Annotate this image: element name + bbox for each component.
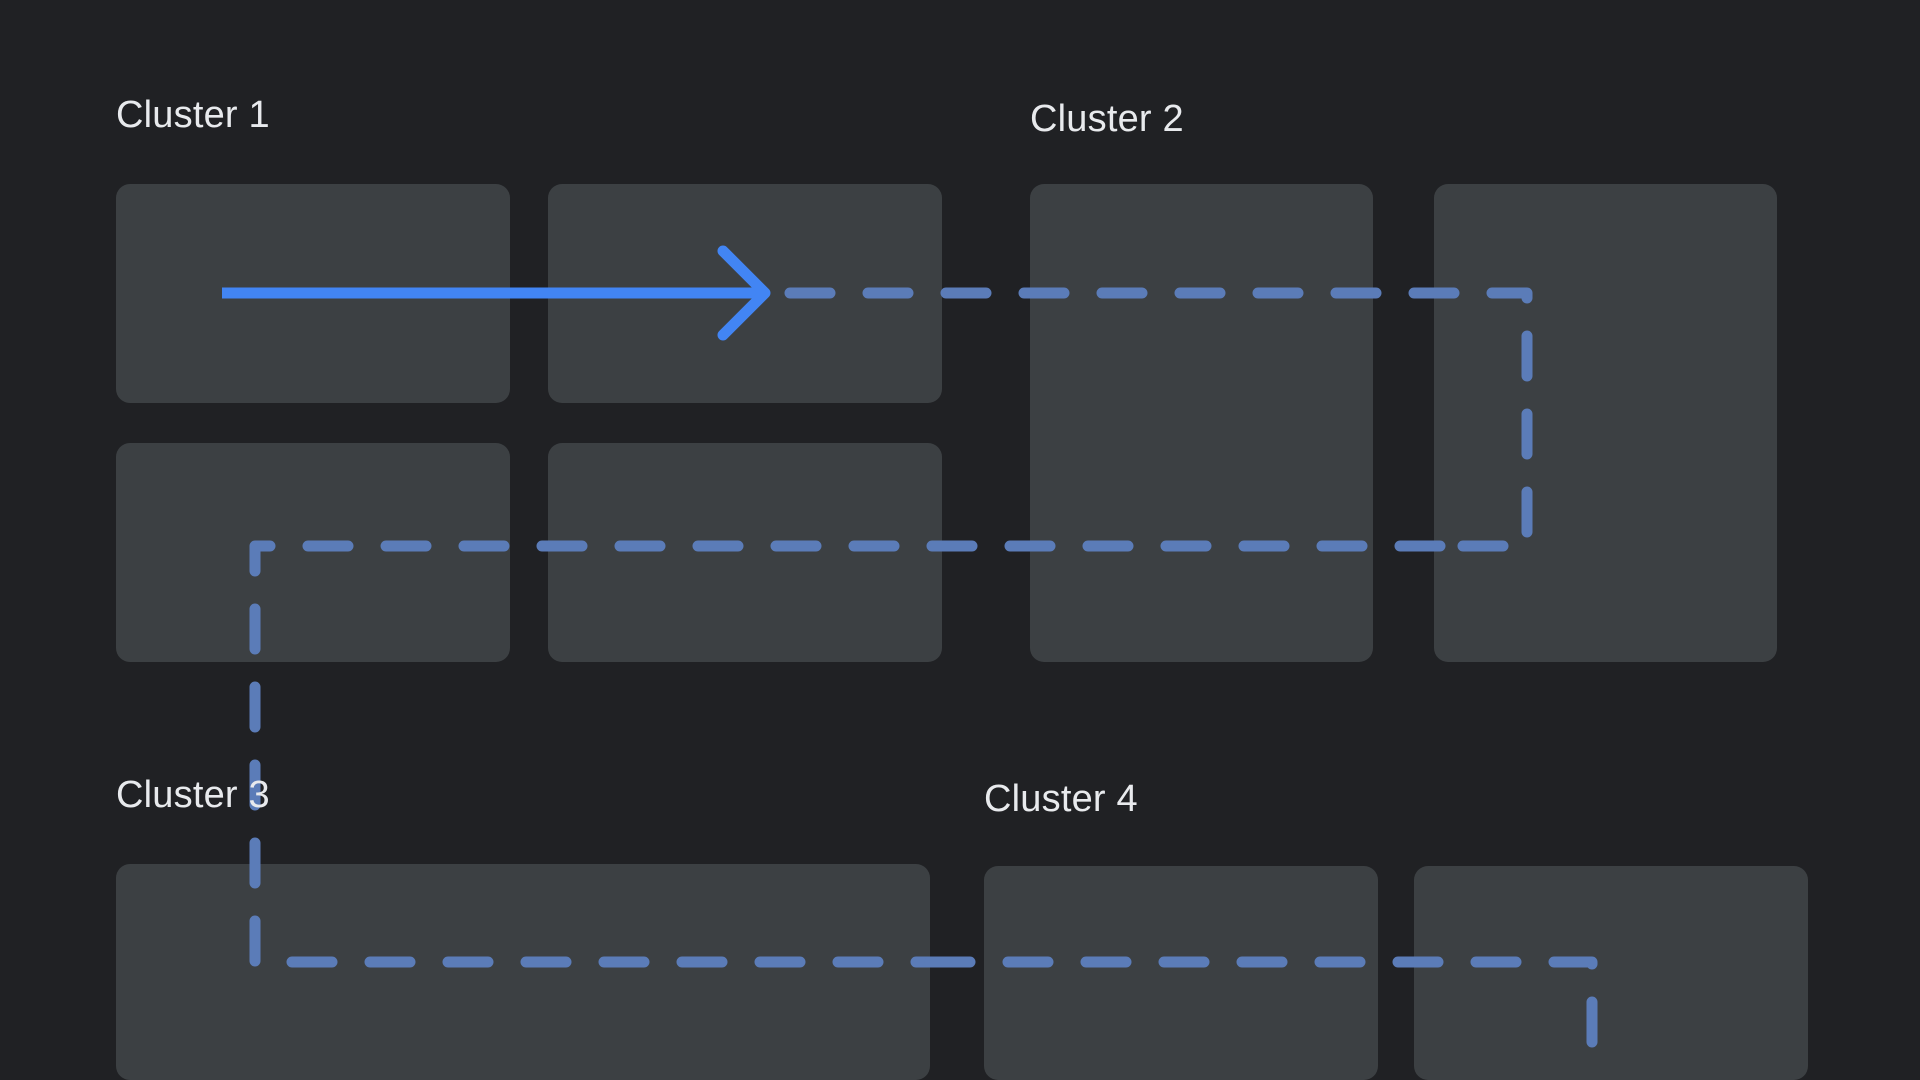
cluster-label-3: Cluster 3: [116, 774, 270, 816]
node-card[interactable]: [1414, 866, 1808, 1080]
node-card[interactable]: [1030, 184, 1373, 662]
node-card[interactable]: [1434, 184, 1777, 662]
node-card[interactable]: [116, 184, 510, 403]
node-card[interactable]: [116, 443, 510, 662]
node-card[interactable]: [548, 443, 942, 662]
cluster-label-1: Cluster 1: [116, 94, 270, 136]
cluster-label-4: Cluster 4: [984, 778, 1138, 820]
node-card[interactable]: [984, 866, 1378, 1080]
node-card[interactable]: [548, 184, 942, 403]
node-card[interactable]: [116, 864, 930, 1080]
cluster-label-2: Cluster 2: [1030, 98, 1184, 140]
